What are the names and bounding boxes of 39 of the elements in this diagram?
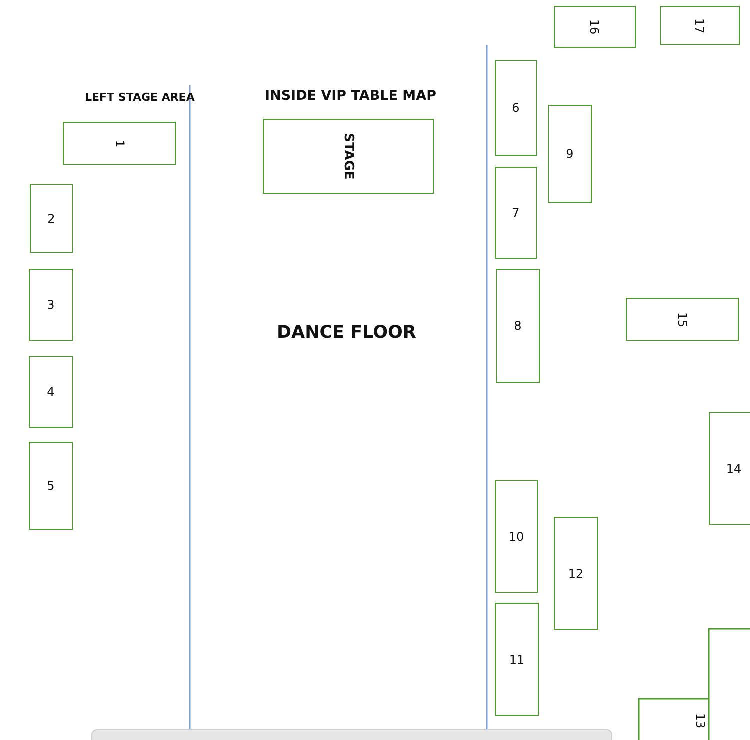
table-box bbox=[554, 6, 636, 48]
table-box bbox=[554, 517, 598, 630]
table-number: 2 bbox=[48, 212, 56, 226]
stage-area bbox=[263, 119, 434, 194]
table-number: 8 bbox=[514, 319, 522, 333]
table-box bbox=[496, 269, 540, 383]
table-box bbox=[495, 167, 537, 259]
table-box bbox=[495, 60, 537, 156]
table-box bbox=[495, 480, 538, 593]
table-number: 5 bbox=[47, 479, 55, 493]
table-number: 1 bbox=[112, 140, 126, 148]
table-number: 4 bbox=[47, 385, 55, 399]
table-box bbox=[29, 356, 73, 428]
table-number: 10 bbox=[508, 530, 524, 544]
area-label: LEFT STAGE AREA bbox=[85, 91, 195, 104]
table-box bbox=[30, 184, 73, 253]
table-number: 15 bbox=[676, 312, 690, 328]
table-box bbox=[660, 6, 740, 45]
table-number: 13 bbox=[694, 713, 708, 729]
area-label: DANCE FLOOR bbox=[277, 323, 416, 343]
table-number: 17 bbox=[693, 18, 707, 34]
table-number: 9 bbox=[566, 147, 574, 161]
table-box bbox=[638, 628, 750, 740]
table-box bbox=[709, 412, 750, 525]
map-title: INSIDE VIP TABLE MAP bbox=[265, 88, 436, 104]
table-number: 14 bbox=[726, 462, 742, 476]
table-number: 3 bbox=[47, 298, 55, 312]
table-box bbox=[548, 105, 592, 203]
table-box bbox=[29, 269, 73, 341]
table-number: 11 bbox=[509, 652, 525, 666]
table-number: 6 bbox=[512, 101, 520, 115]
table-number: 7 bbox=[512, 206, 520, 220]
table-number: 16 bbox=[588, 19, 602, 35]
table-box bbox=[29, 442, 73, 530]
table-number: 12 bbox=[568, 566, 584, 580]
stage-label: STAGE bbox=[341, 133, 356, 180]
table-box bbox=[495, 603, 539, 716]
table-box bbox=[626, 298, 739, 341]
table-box bbox=[63, 122, 176, 165]
